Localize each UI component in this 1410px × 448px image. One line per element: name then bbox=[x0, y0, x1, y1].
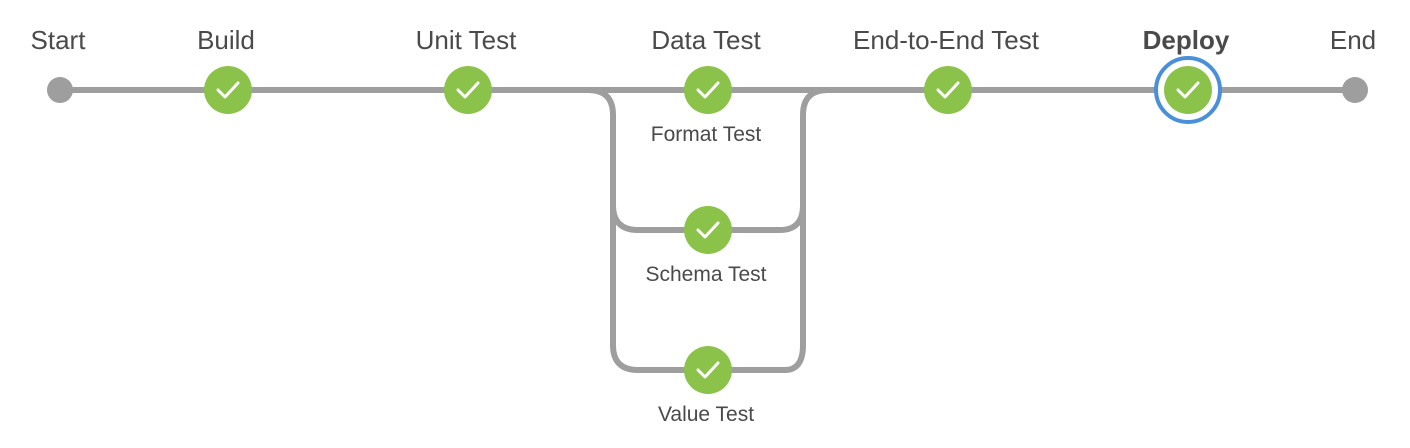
success-status-circle bbox=[444, 66, 492, 114]
success-status-circle bbox=[684, 66, 732, 114]
stage-label-data-test: Data Test bbox=[651, 25, 761, 55]
branch-schema-test[interactable]: Schema Test bbox=[645, 206, 767, 286]
branch-format-test[interactable]: Format Test bbox=[651, 66, 762, 146]
success-status-circle bbox=[684, 206, 732, 254]
stage-label-end: End bbox=[1330, 25, 1376, 55]
branch-label-schema-test: Schema Test bbox=[645, 263, 766, 286]
branch-label-format-test: Format Test bbox=[651, 123, 762, 146]
stage-label-start: Start bbox=[31, 25, 87, 55]
stage-build[interactable]: Build bbox=[197, 25, 255, 114]
checkmark-icon bbox=[936, 81, 960, 99]
checkmark-icon bbox=[1176, 81, 1200, 99]
checkmark-icon bbox=[456, 81, 480, 99]
checkmark-icon bbox=[696, 81, 720, 99]
terminal-dot-icon bbox=[47, 77, 73, 103]
stage-label-build: Build bbox=[197, 25, 255, 55]
stage-label-deploy: Deploy bbox=[1143, 25, 1230, 55]
stage-end-to-end-test[interactable]: End-to-End Test bbox=[853, 25, 1040, 114]
success-status-circle bbox=[204, 66, 252, 114]
checkmark-icon bbox=[216, 81, 240, 99]
terminal-dot-icon bbox=[1342, 77, 1368, 103]
success-status-circle bbox=[924, 66, 972, 114]
success-status-circle bbox=[1164, 66, 1212, 114]
success-status-circle bbox=[684, 346, 732, 394]
stage-start: Start bbox=[31, 25, 87, 103]
stage-label-end-to-end-test: End-to-End Test bbox=[853, 25, 1040, 55]
stage-end: End bbox=[1330, 25, 1376, 103]
stage-label-unit-test: Unit Test bbox=[416, 25, 517, 55]
checkmark-icon bbox=[696, 361, 720, 379]
branch-label-value-test: Value Test bbox=[658, 403, 754, 426]
stage-deploy[interactable]: Deploy bbox=[1143, 25, 1230, 124]
stage-unit-test[interactable]: Unit Test bbox=[416, 25, 517, 114]
branch-value-test[interactable]: Value Test bbox=[658, 346, 754, 426]
checkmark-icon bbox=[696, 221, 720, 239]
